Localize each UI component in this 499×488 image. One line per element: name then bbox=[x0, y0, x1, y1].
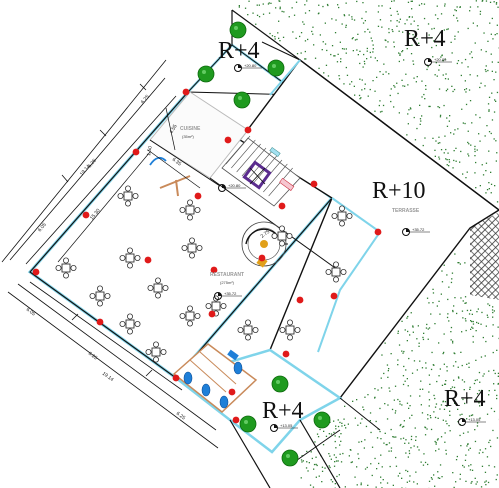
table-icon bbox=[119, 247, 141, 269]
elevation-bottom-right: +13.05 bbox=[468, 417, 481, 422]
room-restaurant-area: (275m²) bbox=[220, 280, 235, 285]
dimension-lines bbox=[1, 59, 219, 449]
table-icon bbox=[55, 257, 77, 279]
toilet-bowl-icon bbox=[233, 361, 243, 375]
elevation-restaurant: +35.72 bbox=[224, 291, 237, 296]
table-icon bbox=[179, 305, 201, 327]
column-marker bbox=[282, 350, 290, 358]
zone-label-center-right: R+10 bbox=[372, 178, 426, 204]
dim-left-2: 6.25 bbox=[87, 158, 98, 169]
hatched-block bbox=[470, 212, 499, 300]
toilet-bowl-icon bbox=[201, 383, 211, 397]
zone-label-top-right: R+4 bbox=[404, 26, 446, 52]
dim-outer-bottom: 19.14 bbox=[101, 371, 115, 383]
elevation-bottom-center: +13.05 bbox=[280, 423, 293, 428]
elevation-top-left: +20.80 bbox=[244, 63, 257, 68]
tree-icon bbox=[313, 411, 331, 429]
column-marker bbox=[330, 292, 338, 300]
elevation-marker-bottom-right: +13.05 bbox=[458, 417, 486, 426]
dim-bottom-3: 6.25 bbox=[175, 411, 187, 422]
elevation-marker-top-right: +20.80 bbox=[424, 57, 452, 66]
dim-bottom-1: 6.05 bbox=[25, 307, 37, 318]
sink-icon bbox=[227, 349, 239, 361]
table-icon bbox=[237, 319, 259, 341]
inner-dimension-lines bbox=[57, 107, 201, 263]
toilet-bowl-icon bbox=[183, 371, 193, 385]
column-marker bbox=[96, 318, 104, 326]
column-marker bbox=[232, 416, 240, 424]
column-marker bbox=[182, 88, 190, 96]
column-marker bbox=[244, 126, 252, 134]
column-marker bbox=[228, 388, 236, 396]
column-marker bbox=[132, 148, 140, 156]
toilets bbox=[172, 343, 258, 413]
interior-walls bbox=[149, 91, 339, 413]
table-icon bbox=[179, 199, 201, 221]
column-marker bbox=[144, 256, 152, 264]
table-icon bbox=[181, 237, 203, 259]
tree-icon bbox=[197, 65, 215, 83]
tree-icon bbox=[233, 91, 251, 109]
column-marker bbox=[374, 228, 382, 236]
table-icon bbox=[147, 277, 169, 299]
column-marker bbox=[310, 180, 318, 188]
elevation-terrasse: +35.72 bbox=[412, 227, 425, 232]
zone-label-bottom-right: R+4 bbox=[444, 386, 486, 412]
tree-icon bbox=[239, 415, 257, 433]
elevation-marker-restaurant: +35.72 bbox=[214, 291, 242, 300]
elevation-stair: +20.80 bbox=[228, 183, 241, 188]
dim-left-1: 6.25 bbox=[140, 94, 151, 105]
table-icon bbox=[271, 225, 293, 247]
column-marker bbox=[224, 136, 232, 144]
elevation-marker-stair: +20.80 bbox=[218, 183, 246, 192]
column-marker bbox=[208, 310, 216, 318]
table-icon bbox=[325, 261, 347, 283]
tree-icon bbox=[229, 21, 247, 39]
tree-icon bbox=[271, 375, 289, 393]
column-marker bbox=[210, 266, 218, 274]
table-icon bbox=[331, 205, 353, 227]
columns bbox=[32, 88, 382, 424]
column-marker bbox=[82, 211, 90, 219]
room-terrasse-label: TERRASSE bbox=[392, 208, 420, 214]
elevation-top-right: +20.80 bbox=[434, 57, 447, 62]
zone-label-bottom-center: R+4 bbox=[262, 398, 304, 424]
dim-bottom-2: 6.25 bbox=[87, 351, 99, 362]
column-marker bbox=[32, 268, 40, 276]
table-icon bbox=[89, 285, 111, 307]
tree-icon bbox=[281, 449, 299, 467]
column-marker bbox=[172, 374, 180, 382]
trees bbox=[197, 21, 331, 467]
table-icon bbox=[145, 341, 167, 363]
dim-left-3: 6.05 bbox=[37, 222, 48, 233]
room-cuisine-label: CUISINE bbox=[180, 126, 201, 132]
column-marker bbox=[278, 202, 286, 210]
elevation-marker-bottom-center: +13.05 bbox=[270, 423, 298, 432]
column-marker bbox=[296, 296, 304, 304]
grass-dots bbox=[238, 0, 499, 488]
elevation-marker-terrasse: +35.72 bbox=[402, 227, 430, 236]
staircase bbox=[221, 135, 301, 207]
dim-inner-4: 1.50 bbox=[146, 146, 154, 157]
elevation-marker-top-left: +20.80 bbox=[234, 63, 262, 72]
dim-inner-2: 4.55 bbox=[169, 123, 179, 135]
tables bbox=[55, 185, 353, 363]
toilet-bowl-icon bbox=[219, 395, 229, 409]
table-icon bbox=[279, 319, 301, 341]
room-restaurant-label: RESTAURANT bbox=[210, 272, 244, 278]
grass-right bbox=[310, 250, 499, 488]
room-cuisine-area: (35m²) bbox=[182, 134, 194, 139]
tree-icon bbox=[267, 59, 285, 77]
dim-inner-3: 6.35 bbox=[171, 157, 183, 168]
zone-label-top-left: R+4 bbox=[218, 38, 260, 64]
table-icon bbox=[117, 185, 139, 207]
table-icon bbox=[119, 313, 141, 335]
dim-inner-5: 2.75 bbox=[260, 229, 272, 240]
column-marker bbox=[258, 254, 266, 262]
column-marker bbox=[194, 192, 202, 200]
